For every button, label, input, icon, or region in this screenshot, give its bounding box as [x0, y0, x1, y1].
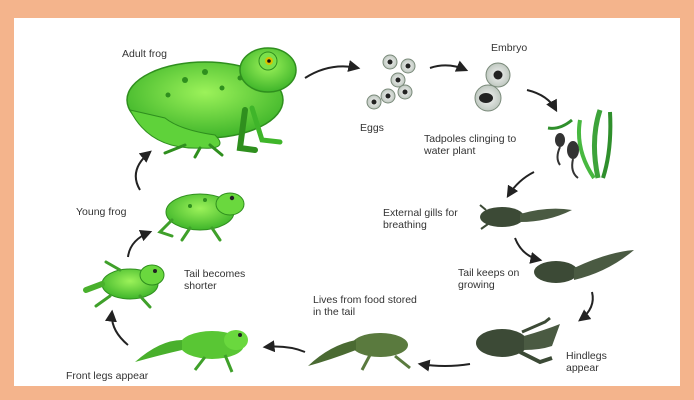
- tadpole-growing-tail-illustration: [534, 250, 634, 283]
- arrow-hindlegs-to-food: [420, 364, 470, 366]
- label-adult-frog: Adult frog: [122, 48, 167, 60]
- arrow-young-to-adult: [136, 152, 150, 190]
- arrow-adult-to-eggs: [305, 66, 358, 78]
- eggs-illustration: [367, 55, 415, 109]
- young-frog-illustration: [160, 193, 244, 240]
- label-embryo: Embryo: [491, 42, 527, 54]
- tadpole-food-tail-illustration: [308, 333, 410, 370]
- label-young-frog: Young frog: [76, 206, 126, 218]
- arrow-shorter-to-young: [128, 232, 150, 257]
- label-front-legs-appear: Front legs appear: [66, 370, 148, 382]
- arrow-frontlegs-to-shorter: [112, 312, 128, 345]
- tadpole-hindlegs-illustration: [476, 318, 560, 362]
- tadpole-gills-illustration: [480, 205, 572, 229]
- arrow-gills-to-growing: [515, 238, 540, 260]
- label-tail-becomes-shorter: Tail becomes shorter: [184, 268, 270, 292]
- arrow-growing-to-hindlegs: [580, 292, 593, 320]
- label-tadpoles-clinging: Tadpoles clinging to water plant: [424, 133, 542, 157]
- label-tail-keeps-growing: Tail keeps on growing: [458, 267, 534, 291]
- label-lives-from-food: Lives from food stored in the tail: [313, 294, 425, 318]
- embryo-illustration: [475, 63, 510, 111]
- label-hindlegs-appear: Hindlegs appear: [566, 350, 624, 374]
- label-eggs: Eggs: [360, 122, 384, 134]
- arrow-food-to-frontlegs: [265, 347, 305, 352]
- froglet-short-tail-illustration: [86, 262, 164, 307]
- froglet-front-legs-illustration: [135, 330, 248, 372]
- label-external-gills: External gills for breathing: [383, 207, 483, 231]
- arrow-embryo-to-tadpoles: [527, 90, 556, 110]
- arrow-eggs-to-embryo: [430, 65, 466, 70]
- adult-frog-illustration: [127, 48, 296, 157]
- water-plant-tadpoles-illustration: [548, 110, 610, 178]
- arrow-tadpoles-to-gills: [508, 172, 534, 196]
